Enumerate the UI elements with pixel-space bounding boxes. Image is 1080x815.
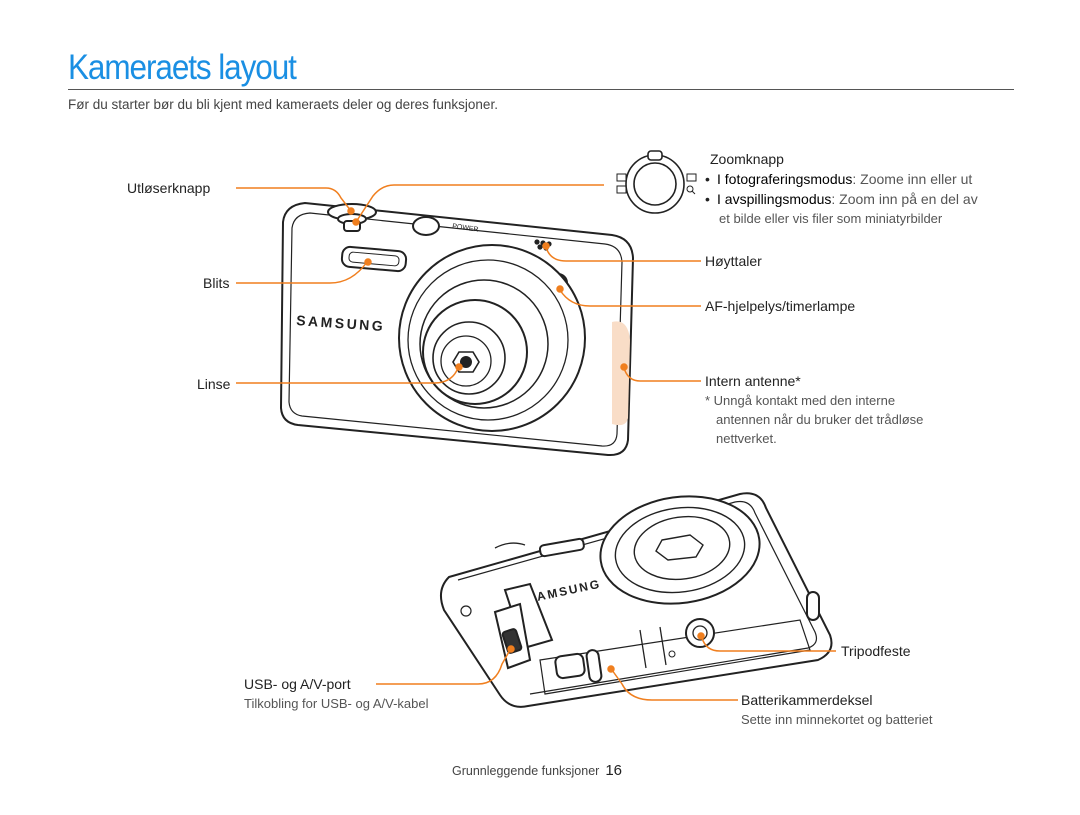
zoom-playback-desc: : Zoom inn på en del av	[831, 191, 978, 207]
label-tripod-mount: Tripodfeste	[841, 643, 911, 659]
power-button	[412, 216, 440, 236]
battery-cover-desc: Sette inn minnekortet og batteriet	[741, 712, 933, 727]
label-zoom-button: Zoomknapp	[710, 151, 784, 167]
camera-bottom: SAMSUNG	[439, 492, 833, 708]
footer-section: Grunnleggende funksjoner	[452, 764, 600, 778]
label-af-lamp: AF-hjelpelys/timerlampe	[705, 298, 856, 314]
label-usb-av-port: USB- og A/V-port	[244, 676, 351, 692]
camera-front: POWER SAMSUNG	[279, 201, 635, 457]
power-label: POWER	[452, 223, 479, 234]
usb-av-port-desc: Tilkobling for USB- og A/V-kabel	[244, 696, 429, 711]
intro-text: Før du starter bør du bli kjent med kame…	[68, 97, 498, 112]
zoom-shooting-mode: •I fotograferingsmodus: Zoome inn eller …	[705, 171, 973, 187]
label-flash: Blits	[203, 275, 230, 291]
zoom-playback-desc-cont: et bilde eller vis filer som miniatyrbil…	[719, 211, 943, 226]
zoom-playback-term: I avspillingsmodus	[717, 191, 832, 207]
label-internal-antenna: Intern antenne*	[705, 373, 801, 389]
label-shutter-button: Utløserknapp	[127, 180, 211, 196]
zoom-shooting-desc: : Zoome inn eller ut	[852, 171, 973, 187]
antenna-zone	[612, 321, 630, 426]
page-footer: Grunnleggende funksjoner 16	[452, 762, 622, 779]
antenna-note-line-3: nettverket.	[716, 431, 777, 446]
brand-logo: SAMSUNG	[296, 312, 386, 334]
zoom-dial-icon	[616, 150, 697, 214]
zoom-playback-mode: •I avspillingsmodus: Zoom inn på en del …	[705, 191, 978, 207]
callout-lines	[236, 184, 836, 701]
page-number: 16	[605, 762, 623, 779]
label-speaker: Høyttaler	[705, 253, 762, 269]
antenna-note: * Unngå kontakt med den interne antennen…	[705, 391, 923, 448]
zoom-shooting-term: I fotograferingsmodus	[717, 171, 853, 187]
page-title: Kameraets layout	[68, 48, 297, 87]
label-battery-cover: Batterikammerdeksel	[741, 692, 873, 708]
label-lens: Linse	[197, 376, 231, 392]
antenna-note-line-1: * Unngå kontakt med den interne	[705, 393, 896, 408]
title-rule	[68, 89, 1014, 90]
antenna-note-line-2: antennen når du bruker det trådløse	[716, 412, 924, 427]
